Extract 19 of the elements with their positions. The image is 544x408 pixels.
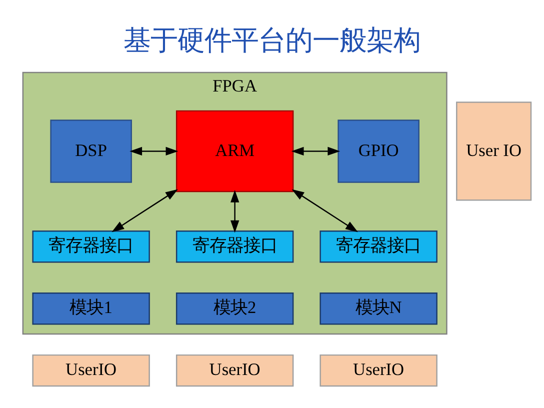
node-box: GPIO bbox=[338, 119, 420, 182]
node-box: DSP bbox=[50, 119, 132, 182]
node-box: User IO bbox=[456, 101, 532, 200]
arrow bbox=[292, 188, 358, 232]
arrow bbox=[230, 190, 240, 232]
diagram-title: 基于硬件平台的一般架构 bbox=[124, 25, 420, 56]
arrow bbox=[130, 146, 178, 156]
node-box: 寄存器接口 bbox=[320, 230, 438, 262]
arrow bbox=[291, 146, 340, 156]
node-box: 模块1 bbox=[32, 292, 150, 324]
node-box: 寄存器接口 bbox=[32, 230, 150, 262]
node-box: ARM bbox=[176, 110, 294, 192]
node-box: UserIO bbox=[176, 354, 294, 386]
node-box: UserIO bbox=[32, 354, 150, 386]
node-box: 寄存器接口 bbox=[176, 230, 294, 262]
node-box: 模块N bbox=[320, 292, 438, 324]
arrow bbox=[112, 188, 178, 232]
node-box: 模块2 bbox=[176, 292, 294, 324]
node-box: UserIO bbox=[320, 354, 438, 386]
